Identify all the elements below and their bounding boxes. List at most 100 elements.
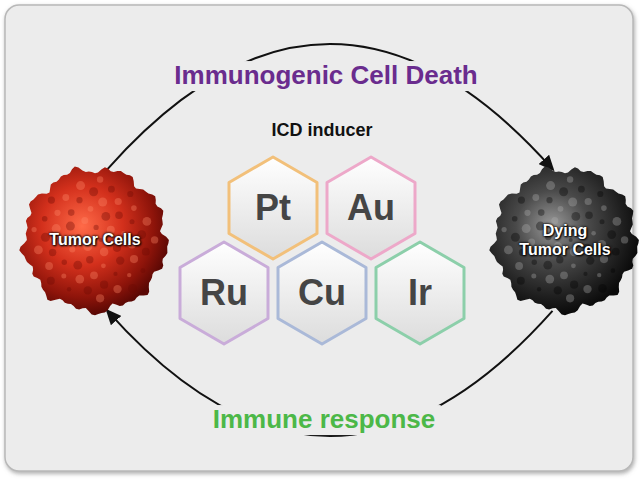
cell-illustration — [487, 162, 640, 318]
cycle-arrow — [108, 44, 553, 169]
element-symbol: Ir — [408, 272, 432, 314]
cell-texture — [130, 219, 135, 224]
cell-texture — [151, 236, 158, 243]
cell-texture — [143, 217, 152, 226]
cell-texture — [543, 261, 552, 270]
cell-texture — [101, 263, 106, 268]
cell-texture — [100, 281, 108, 289]
cell-texture — [585, 212, 593, 220]
cell-node: Dying Tumor Cells — [487, 162, 640, 318]
cell-texture — [131, 205, 137, 211]
cell-texture — [566, 294, 574, 302]
cell-texture — [545, 275, 554, 284]
cell-texture — [32, 227, 37, 232]
text-holder: Ir — [374, 240, 466, 346]
hexagon-shape — [327, 157, 415, 259]
cell-texture — [68, 209, 75, 216]
cell-texture — [42, 216, 48, 222]
cell-texture — [113, 272, 117, 276]
cell-texture — [571, 212, 580, 221]
cell-texture — [54, 210, 60, 216]
cell-texture — [48, 197, 55, 204]
cell-texture — [101, 212, 110, 221]
cell-texture — [512, 216, 518, 222]
element-hexagon: Pt — [227, 155, 319, 261]
cell-texture — [554, 286, 562, 294]
cell-texture — [100, 248, 109, 257]
cell-texture — [62, 194, 69, 201]
cell-texture — [89, 187, 98, 196]
cell-texture — [116, 256, 124, 264]
cell-texture — [515, 262, 523, 270]
cell-texture — [76, 181, 85, 190]
cell-texture — [531, 274, 536, 279]
cell-texture — [502, 227, 507, 232]
cell-label: Dying Tumor Cells — [517, 221, 613, 259]
hexagon-shape — [229, 157, 317, 259]
text-holder: Cu — [276, 240, 368, 346]
cell-texture — [583, 285, 591, 293]
cell-texture — [607, 230, 616, 239]
cell-texture — [61, 274, 66, 279]
cell-texture — [560, 271, 568, 279]
cell-texture — [130, 255, 138, 263]
cell-texture — [96, 294, 104, 302]
cell-texture — [597, 273, 601, 277]
element-hexagon: Au — [325, 155, 417, 261]
cell-texture — [76, 197, 82, 203]
cell-texture — [98, 198, 107, 207]
cell-texture — [578, 186, 585, 193]
cell-texture — [127, 191, 133, 197]
edge-label: Immune response — [208, 405, 441, 435]
cell-texture — [504, 246, 513, 255]
cell-texture — [597, 191, 603, 197]
element-symbol: Pt — [255, 187, 291, 229]
cell-texture — [141, 268, 146, 273]
cell-texture — [546, 197, 552, 203]
cell-texture — [621, 236, 628, 243]
cell-texture — [49, 249, 56, 256]
cell-texture — [94, 225, 99, 230]
cell-texture — [522, 224, 531, 233]
edge-label: Immunogenic Cell Death — [169, 61, 482, 91]
text-holder: Dying Tumor Cells — [487, 162, 640, 318]
hexagon-shape — [180, 242, 268, 344]
text-holder: Tumor Cells — [17, 162, 173, 318]
cell-texture — [585, 198, 592, 205]
hexagon-shape — [278, 242, 366, 344]
cell-texture — [67, 287, 71, 291]
cell-label: Tumor Cells — [25, 230, 165, 249]
cell-texture — [518, 197, 525, 204]
cell-texture — [612, 248, 620, 256]
cell-texture — [568, 198, 577, 207]
cell-texture — [591, 231, 596, 236]
cell-texture — [601, 205, 607, 211]
cell-texture — [511, 233, 520, 242]
cell-texture — [81, 217, 88, 224]
cell-texture — [45, 262, 53, 270]
cell-texture — [88, 206, 94, 212]
text-holder: Au — [325, 155, 417, 261]
cell-texture — [613, 217, 622, 226]
element-symbol: Ru — [200, 272, 248, 314]
cell-texture — [532, 260, 537, 265]
cell-texture — [558, 206, 564, 212]
cell-texture — [86, 256, 93, 263]
text-holder: Pt — [227, 155, 319, 261]
cell-texture — [598, 284, 607, 293]
cell-body — [19, 167, 169, 316]
group-caption: ICD inducer — [271, 120, 372, 141]
cell-texture — [115, 212, 123, 220]
cell-texture — [41, 233, 50, 242]
cell-texture — [611, 268, 616, 273]
cell-texture — [62, 260, 67, 265]
cell-texture — [559, 187, 568, 196]
element-symbol: Au — [347, 187, 395, 229]
cell-texture — [108, 186, 115, 193]
cell-texture — [34, 246, 43, 255]
cell-texture — [75, 275, 84, 284]
cell-texture — [524, 210, 530, 216]
cell-texture — [127, 273, 131, 277]
cell-body — [489, 167, 639, 316]
